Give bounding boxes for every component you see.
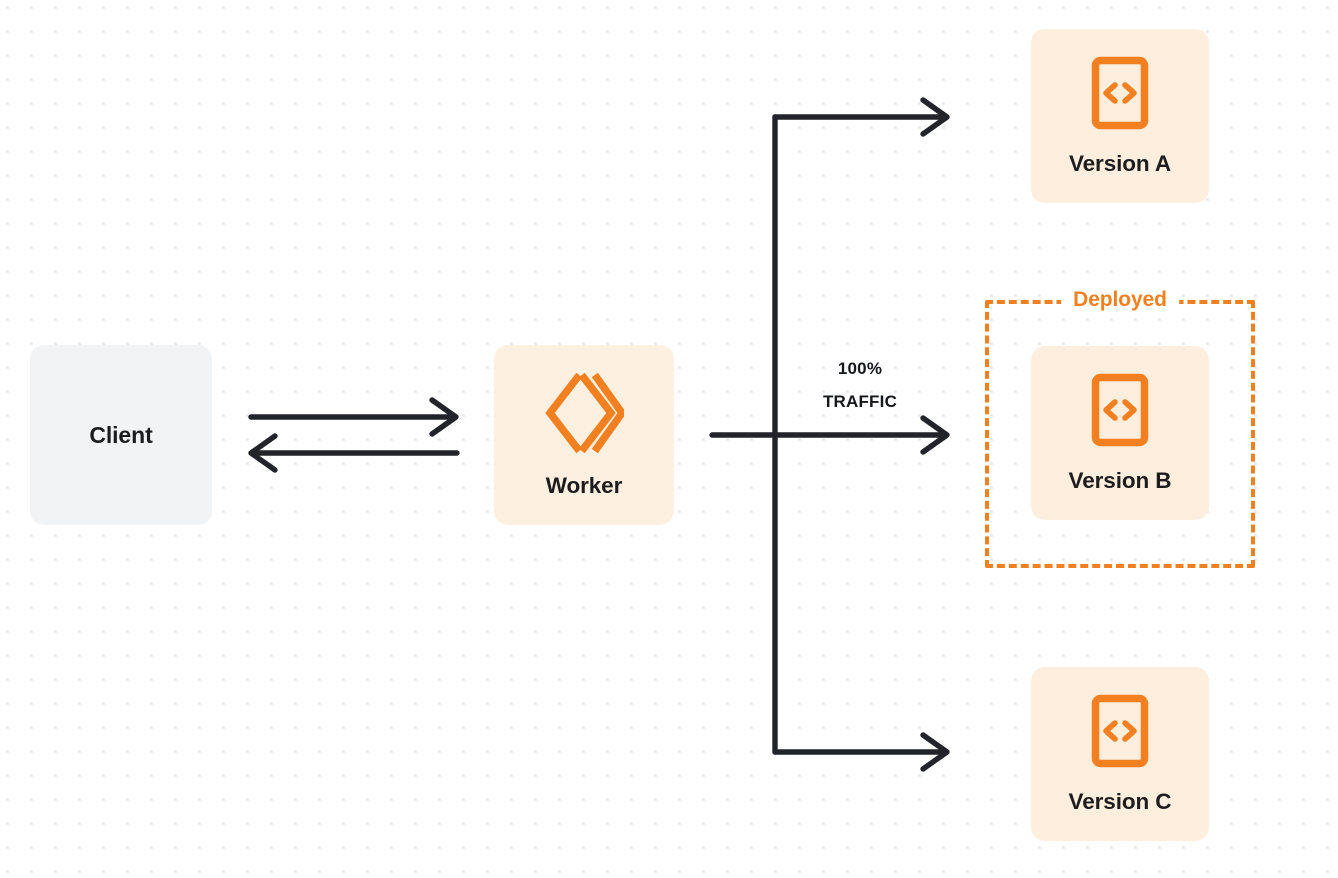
edge-trunk-to-version-a <box>772 97 950 137</box>
node-version-c[interactable]: Version C <box>1031 667 1209 841</box>
edge-worker-to-client <box>248 433 460 473</box>
code-file-icon <box>1091 694 1149 773</box>
node-client-label: Client <box>89 421 153 448</box>
traffic-caption: TRAFFIC <box>822 392 898 412</box>
code-file-icon <box>1091 56 1149 135</box>
node-version-b[interactable]: Version B <box>1031 346 1209 520</box>
node-client[interactable]: Client <box>30 345 212 525</box>
code-file-icon <box>1091 373 1149 452</box>
node-worker[interactable]: Worker <box>494 345 674 525</box>
traffic-percent: 100% <box>837 359 883 378</box>
node-version-a-label: Version A <box>1068 151 1172 177</box>
node-worker-label: Worker <box>545 473 623 499</box>
cloudflare-workers-logo-icon <box>544 372 627 459</box>
deployed-group: Deployed <box>985 289 1255 568</box>
node-version-c-label: Version C <box>1068 789 1172 815</box>
edge-trunk-to-version-b <box>709 415 950 455</box>
edge-trunk-to-version-c <box>772 732 950 772</box>
traffic-annotation: 100% TRAFFIC <box>782 352 938 418</box>
node-version-a[interactable]: Version A <box>1031 29 1209 203</box>
edge-client-to-worker <box>248 397 459 437</box>
node-version-b-label: Version B <box>1068 468 1172 494</box>
deployed-group-label: Deployed <box>1061 289 1179 311</box>
